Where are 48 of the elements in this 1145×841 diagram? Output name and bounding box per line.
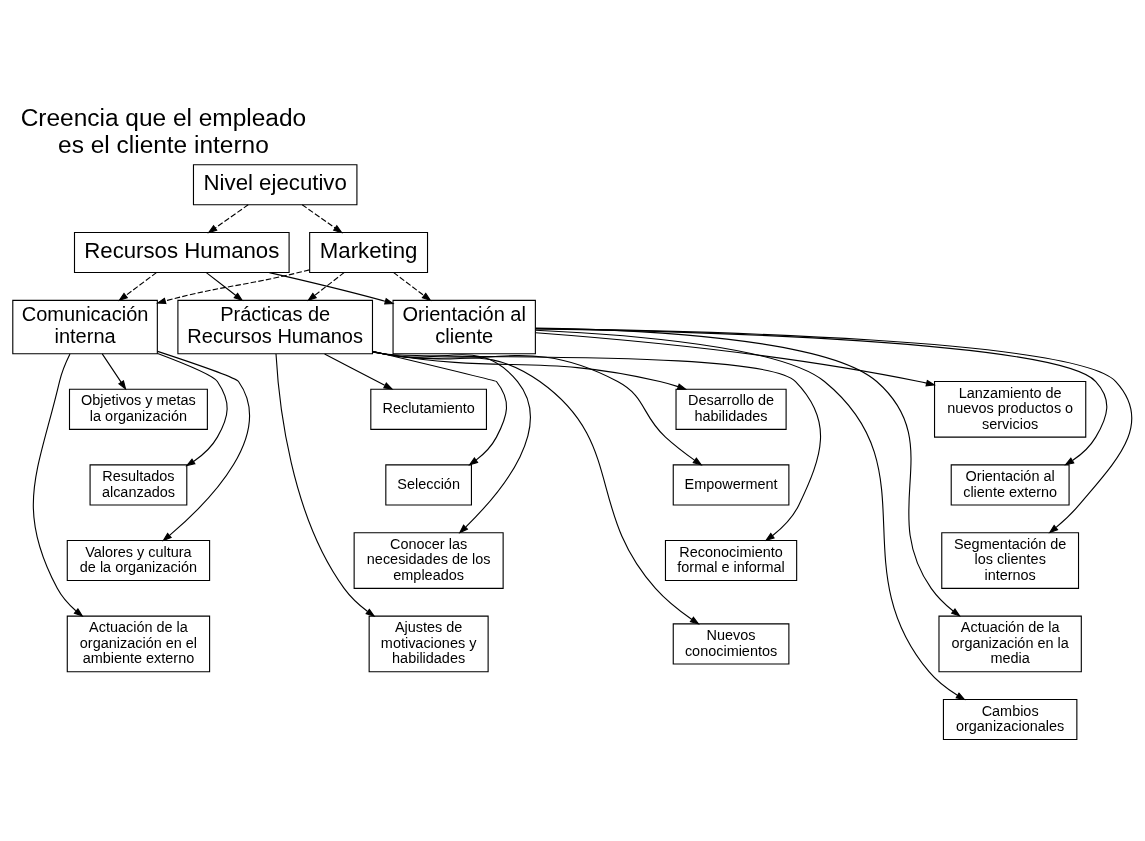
arrow (275, 352, 376, 617)
node-box: Actuación de la organización en la media (938, 615, 1082, 672)
node-box: Objetivos y metas la organización (68, 388, 208, 430)
diagram-title: Creencia que el empleado es el cliente interno (20, 103, 307, 158)
arrow (101, 352, 127, 390)
node-box: Recursos Humanos (73, 231, 290, 273)
node-box: Segmentación de los clientes internos (941, 531, 1080, 589)
arrow (535, 327, 961, 617)
node-box: Desarrollo de habilidades (675, 388, 787, 430)
arrow (535, 331, 936, 386)
node-box: Conocer las necesidades de los empleados (353, 531, 504, 589)
arrow (372, 350, 822, 541)
node-box: Reconocimiento formal e informal (664, 539, 798, 581)
node-box: Comunicación interna (12, 299, 158, 354)
node-box: Cambios organizacionales (942, 698, 1078, 740)
arrow (372, 350, 700, 625)
arrow (156, 268, 310, 304)
node-box: Empowerment (672, 463, 790, 505)
node-box: Nivel ejecutivo (192, 163, 358, 205)
arrow (534, 327, 1108, 466)
arrow (307, 271, 345, 301)
arrow (372, 350, 703, 466)
node-box: Resultados alcanzados (89, 463, 188, 505)
arrow (535, 327, 1133, 534)
node-box: Ajustes de motivaciones y habilidades (368, 615, 489, 672)
arrow (301, 203, 343, 233)
arrow (372, 350, 508, 466)
arrow (393, 271, 432, 301)
node-box: Nuevos conocimientos (672, 622, 790, 664)
arrow (32, 352, 84, 617)
arrow (324, 352, 394, 390)
node-box: Selección (385, 463, 472, 505)
node-box: Reclutamiento (370, 388, 487, 430)
node-box: Orientación al cliente externo (950, 463, 1070, 505)
arrow (372, 350, 531, 534)
arrow (157, 352, 228, 466)
node-box: Prácticas de Recursos Humanos (177, 299, 374, 354)
arrow (157, 350, 250, 542)
arrow (535, 329, 966, 700)
node-box: Valores y cultura de la organización (66, 539, 211, 581)
node-box: Lanzamiento de nuevos productos o servicios (934, 380, 1087, 438)
arrow (268, 271, 395, 305)
node-box: Orientación al cliente (392, 299, 536, 354)
arrow (205, 271, 244, 301)
arrow (118, 271, 157, 301)
node-box: Actuación de la organización en el ambiente externo (66, 615, 211, 672)
node-box: Marketing (309, 231, 429, 273)
arrow (207, 203, 249, 233)
